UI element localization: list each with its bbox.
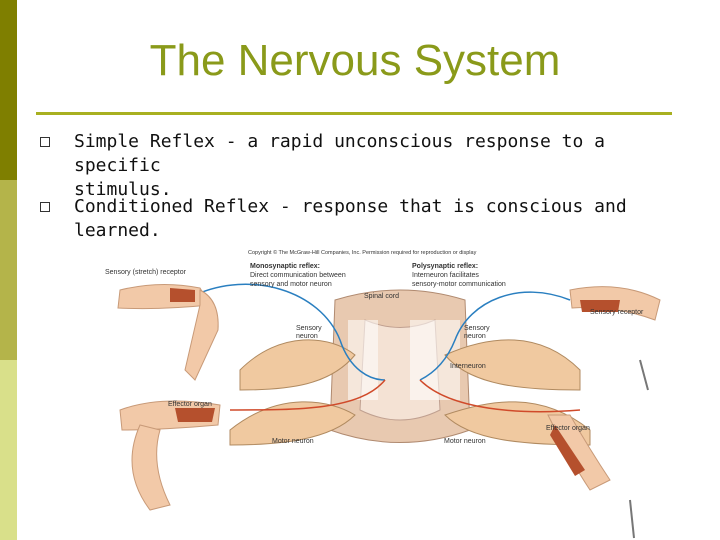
bullet-marker xyxy=(40,202,50,212)
bullet-marker xyxy=(40,137,50,147)
reflex-arc-diagram: Copyright © The McGraw-Hill Companies, I… xyxy=(105,249,661,539)
mono-highlight xyxy=(348,320,378,400)
left-stretch-receptor-muscle xyxy=(170,288,195,302)
label-mono-l2: sensory and motor neuron xyxy=(250,281,332,288)
label-poly-l2: sensory-motor communication xyxy=(412,281,506,288)
bullet-1-line-2: stimulus. xyxy=(74,179,172,200)
left-shin-lower xyxy=(131,424,171,511)
left-bar-mid xyxy=(0,180,17,360)
left-shin-upper xyxy=(184,289,219,381)
right-upper-muscle xyxy=(580,300,620,312)
candle-bottom xyxy=(629,499,635,539)
bullet-1-line-1: Simple Reflex - a rapid unconscious resp… xyxy=(74,131,606,176)
label-sensory-stretch-receptor: Sensory (stretch) receptor xyxy=(105,269,187,276)
right-sensory-neuron-path xyxy=(419,291,571,381)
slide-title: The Nervous System xyxy=(149,36,561,85)
left-lower-bundle xyxy=(229,401,356,446)
label-sensory-receptor: Sensory receptor xyxy=(590,309,644,316)
label-sensory-neuron-left-2: neuron xyxy=(296,333,318,340)
right-nerve-bundle xyxy=(444,339,581,391)
label-effector-left: Effector organ xyxy=(168,401,212,408)
left-bar-light xyxy=(0,360,17,540)
bullet-2-line-1: Conditioned Reflex - response that is co… xyxy=(74,196,627,241)
label-poly-l1: Interneuron facilitates xyxy=(412,272,479,279)
copyright-text: Copyright © The McGraw-Hill Companies, I… xyxy=(248,249,477,256)
left-thigh-upper xyxy=(117,283,211,310)
bullet-text-1: Simple Reflex - a rapid unconscious resp… xyxy=(74,130,694,202)
candle-top xyxy=(639,359,649,391)
right-motor-neuron-path xyxy=(419,379,581,413)
label-mono-title: Monosynaptic reflex: xyxy=(250,263,320,270)
right-effector-muscle xyxy=(550,425,585,476)
label-sensory-neuron-left: Sensory xyxy=(296,325,322,332)
left-motor-neuron-path xyxy=(229,379,386,411)
left-bar-dark xyxy=(0,0,17,180)
label-sensory-neuron-right-2: neuron xyxy=(464,333,486,340)
label-motor-right: Motor neuron xyxy=(444,438,486,445)
bullet-text-2: Conditioned Reflex - response that is co… xyxy=(74,195,694,243)
label-sensory-neuron-right: Sensory xyxy=(464,325,490,332)
left-nerve-bundle xyxy=(239,339,356,391)
label-effector-right: Effector organ xyxy=(546,425,590,432)
label-poly-title: Polysynaptic reflex: xyxy=(412,263,478,270)
label-motor-left: Motor neuron xyxy=(272,438,314,445)
left-sensory-neuron-path xyxy=(194,283,386,381)
left-effector-muscle xyxy=(175,408,215,422)
label-mono-l1: Direct communication between xyxy=(250,272,346,279)
title-divider xyxy=(36,112,672,115)
label-interneuron: Interneuron xyxy=(450,363,486,370)
label-spinal-cord: Spinal cord xyxy=(364,293,399,300)
